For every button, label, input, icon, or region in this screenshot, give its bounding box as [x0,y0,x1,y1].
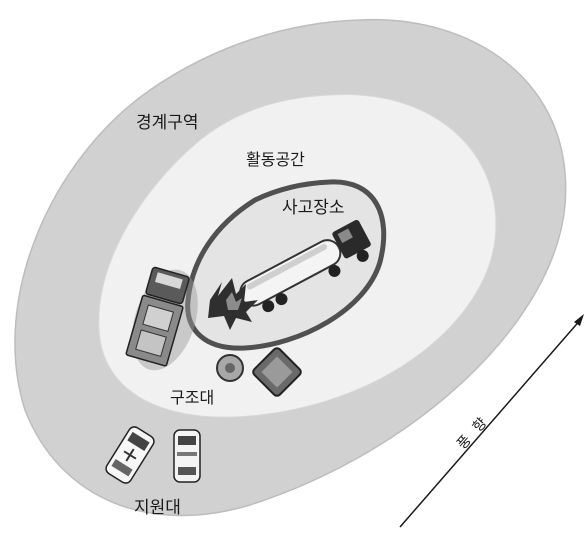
support-team-label: 지원대 [134,498,181,518]
activity-space-label: 활동공간 [246,150,305,169]
ambulance-icon [105,426,155,484]
tanker-truck-icon [239,219,371,313]
wind-direction-arrow [399,314,584,528]
accident-site-label: 사고장소 [282,198,345,218]
fire-truck-icon [125,266,198,371]
police-car-icon [173,429,201,483]
rescue-equipment-icon [216,347,302,397]
warning-zone-label: 경계구역 [136,113,199,133]
rescue-team-label: 구조대 [170,388,215,407]
fire-icon [208,278,258,330]
